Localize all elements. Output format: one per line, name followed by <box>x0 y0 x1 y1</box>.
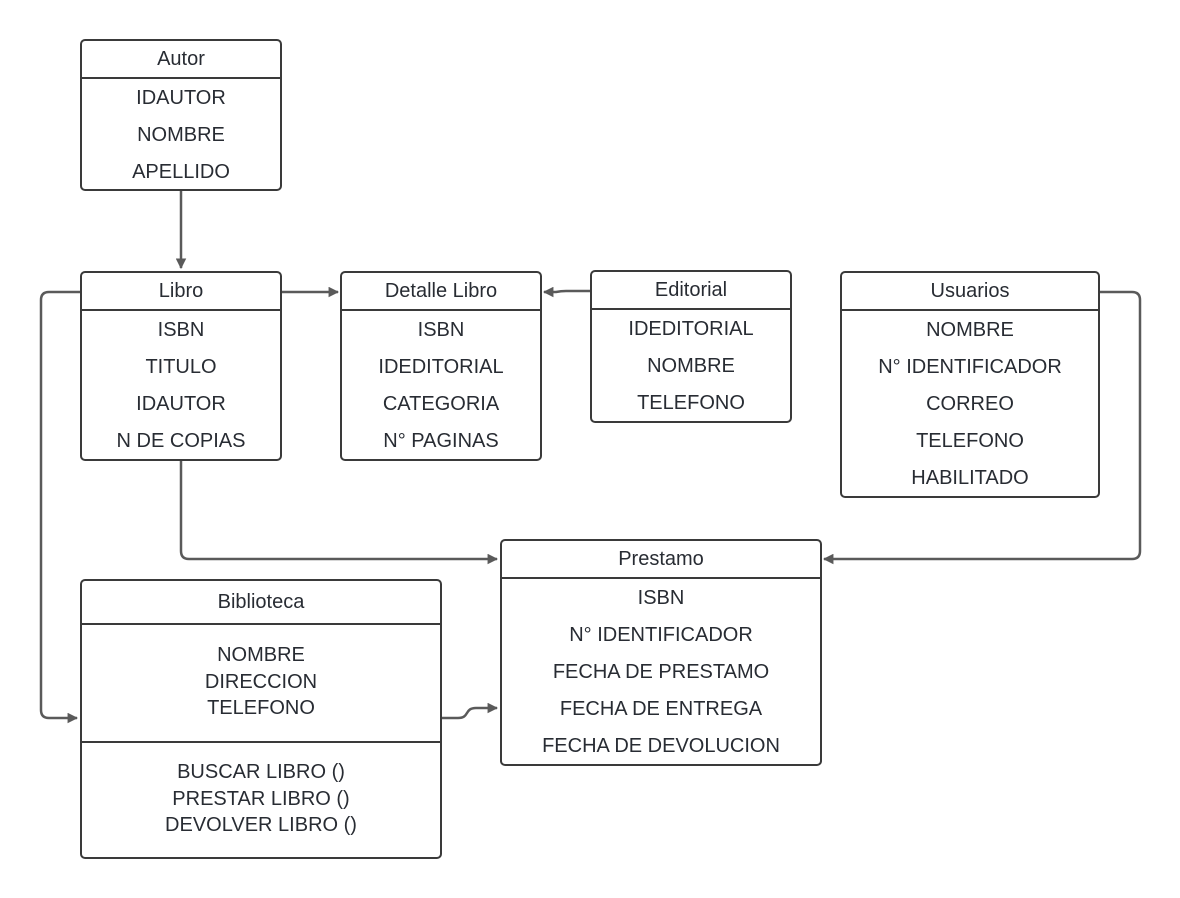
attribute-direccion: DIRECCION <box>204 670 318 693</box>
attribute-ideditorial: IDEDITORIAL <box>378 356 504 378</box>
entity-prestamo[interactable]: Prestamo ISBN N° IDENTIFICADOR FECHA DE … <box>500 539 822 766</box>
attribute-section: NOMBRE DIRECCION TELEFONO <box>82 625 440 743</box>
attribute-telefono: TELEFONO <box>916 430 1024 452</box>
entity-autor[interactable]: Autor IDAUTOR NOMBRE APELLIDO <box>80 39 282 191</box>
entity-title: Detalle Libro <box>342 273 540 311</box>
entity-title: Usuarios <box>842 273 1098 311</box>
attribute-correo: CORREO <box>926 393 1014 415</box>
entity-title: Biblioteca <box>82 581 440 625</box>
method-devolver-libro: DEVOLVER LIBRO () <box>165 814 357 836</box>
attribute-n-paginas: N° PAGINAS <box>383 430 499 452</box>
connector-editorial-detalle-libro <box>542 286 592 298</box>
attribute-fecha-de-entrega: FECHA DE ENTREGA <box>559 698 763 720</box>
attribute-list: IDEDITORIAL NOMBRE TELEFONO <box>592 310 790 421</box>
attribute-idautor: IDAUTOR <box>136 393 226 415</box>
attribute-habilitado: HABILITADO <box>911 467 1029 489</box>
attribute-list: ISBN IDEDITORIAL CATEGORIA N° PAGINAS <box>342 311 540 459</box>
attribute-apellido: APELLIDO <box>132 161 230 183</box>
attribute-nombre: NOMBRE <box>647 355 735 377</box>
attribute-list: ISBN TITULO IDAUTOR N DE COPIAS <box>82 311 280 459</box>
entity-biblioteca[interactable]: Biblioteca NOMBRE DIRECCION TELEFONO BUS… <box>80 579 442 859</box>
entity-detalle-libro[interactable]: Detalle Libro ISBN IDEDITORIAL CATEGORIA… <box>340 271 542 461</box>
attribute-n-identificador: N° IDENTIFICADOR <box>878 356 1062 378</box>
entity-usuarios[interactable]: Usuarios NOMBRE N° IDENTIFICADOR CORREO … <box>840 271 1100 498</box>
attribute-idautor: IDAUTOR <box>136 87 226 109</box>
entity-libro[interactable]: Libro ISBN TITULO IDAUTOR N DE COPIAS <box>80 271 282 461</box>
attribute-isbn: ISBN <box>157 319 205 341</box>
entity-editorial[interactable]: Editorial IDEDITORIAL NOMBRE TELEFONO <box>590 270 792 423</box>
attribute-list: NOMBRE N° IDENTIFICADOR CORREO TELEFONO … <box>842 311 1098 496</box>
attribute-nombre: NOMBRE <box>926 319 1014 341</box>
attribute-isbn: ISBN <box>417 319 465 341</box>
method-buscar-libro: BUSCAR LIBRO () <box>177 761 345 783</box>
attribute-n-de-copias: N DE COPIAS <box>116 430 246 452</box>
attribute-telefono: TELEFONO <box>637 392 745 414</box>
attribute-isbn: ISBN <box>637 587 685 609</box>
attribute-ideditorial: IDEDITORIAL <box>628 318 754 340</box>
entity-title: Libro <box>82 273 280 311</box>
attribute-fecha-de-devolucion: FECHA DE DEVOLUCION <box>542 735 780 757</box>
connector-biblioteca-prestamo <box>441 702 499 720</box>
attribute-list: IDAUTOR NOMBRE APELLIDO <box>82 79 280 189</box>
attribute-nombre: NOMBRE <box>137 124 225 146</box>
attribute-categoria: CATEGORIA <box>382 393 500 415</box>
method-prestar-libro: PRESTAR LIBRO () <box>172 787 350 810</box>
entity-title: Prestamo <box>502 541 820 579</box>
attribute-list: ISBN N° IDENTIFICADOR FECHA DE PRESTAMO … <box>502 579 820 764</box>
attribute-telefono: TELEFONO <box>207 697 315 719</box>
entity-title: Autor <box>82 41 280 79</box>
attribute-titulo: TITULO <box>145 356 217 378</box>
connector-libro-prestamo <box>179 460 499 565</box>
entity-title: Editorial <box>592 272 790 310</box>
method-section: BUSCAR LIBRO () PRESTAR LIBRO () DEVOLVE… <box>82 743 440 839</box>
attribute-nombre: NOMBRE <box>217 644 305 666</box>
attribute-n-identificador: N° IDENTIFICADOR <box>569 624 753 646</box>
attribute-fecha-de-prestamo: FECHA DE PRESTAMO <box>552 661 770 683</box>
connector-libro-biblioteca <box>39 290 81 724</box>
